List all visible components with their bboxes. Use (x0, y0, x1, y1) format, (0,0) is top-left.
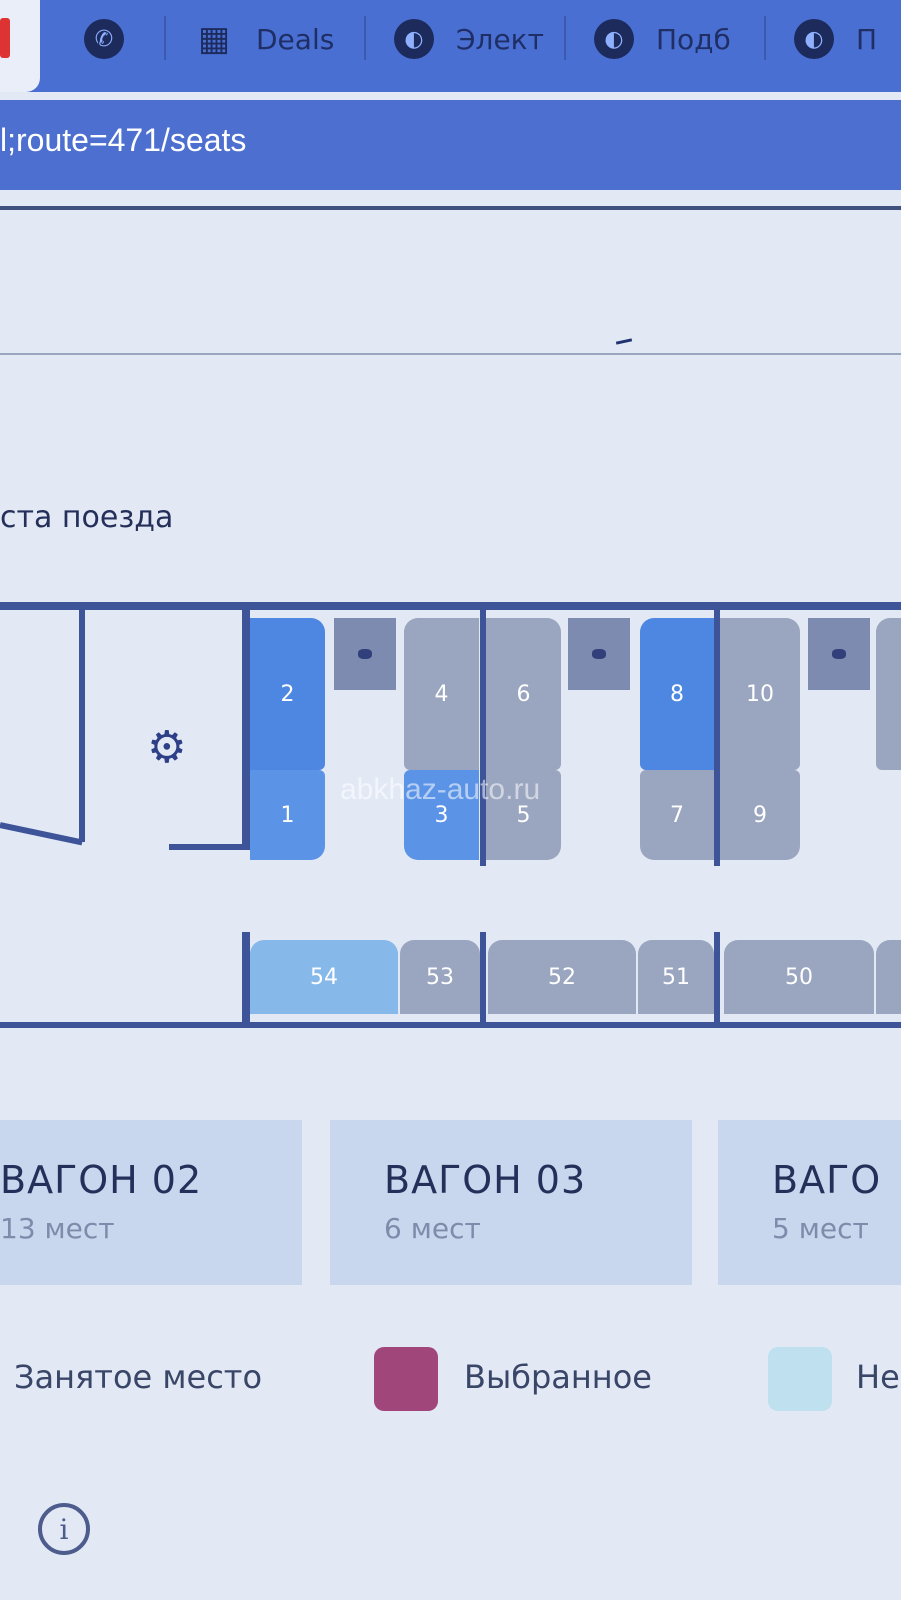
seat-51[interactable]: 51 (638, 940, 714, 1014)
wagon-title: ВАГО (772, 1158, 882, 1202)
seat-50[interactable]: 50 (724, 940, 874, 1014)
vestibule-wall (79, 610, 85, 842)
wagon-title: ВАГОН 02 (0, 1158, 203, 1202)
sheet-icon: ▦ (197, 19, 231, 59)
seat-1[interactable]: 1 (250, 770, 325, 860)
info-icon[interactable]: i (38, 1503, 90, 1555)
seat-partial[interactable] (876, 618, 901, 770)
seat-partial[interactable] (876, 940, 901, 1014)
seat-number: 5 (516, 802, 531, 828)
carriage-top-wall (0, 602, 901, 610)
compartment-wall (714, 932, 720, 1022)
seat-6[interactable]: 6 (486, 618, 561, 770)
browser-tab-strip: ✆ ▦ Deals ◐ Элект ◐ Подб ◐ П (0, 0, 901, 92)
seat-7[interactable]: 7 (640, 770, 714, 860)
wagon-seat-count: 5 мест (772, 1212, 869, 1245)
vestibule-door (0, 822, 83, 846)
table-icon (568, 618, 630, 690)
page-title: ста поезда (0, 500, 174, 535)
seat-5[interactable]: 5 (486, 770, 561, 860)
tab-label: П (856, 22, 878, 56)
vestibule-wall (169, 844, 249, 850)
whatsapp-icon: ✆ (84, 19, 124, 59)
gear-icon: ⚙ (147, 722, 187, 773)
compartment-wall (242, 610, 250, 850)
seat-number: 10 (746, 681, 774, 707)
seat-2[interactable]: 2 (250, 618, 325, 770)
wagon-title: ВАГОН 03 (384, 1158, 587, 1202)
seat-number: 50 (785, 964, 813, 990)
divider (0, 206, 901, 210)
tab-separator (564, 16, 566, 60)
active-tab[interactable] (0, 0, 40, 92)
tab-favicon (0, 18, 10, 58)
seat-number: 2 (280, 681, 295, 707)
seat-number: 3 (434, 802, 449, 828)
seat-number: 1 (280, 802, 295, 828)
seat-number: 4 (434, 681, 449, 707)
seat-number: 7 (670, 802, 684, 828)
tab-label: Deals (256, 22, 335, 56)
seat-number: 6 (516, 681, 531, 707)
tab-label: Элект (456, 22, 544, 56)
legend-selected-label: Выбранное (464, 1358, 652, 1396)
url-text[interactable]: l;route=471/seats (0, 122, 247, 158)
seat-9[interactable]: 9 (720, 770, 800, 860)
seat-10[interactable]: 10 (720, 618, 800, 770)
tab-p[interactable]: ◐ П (794, 0, 877, 78)
tab-separator (164, 16, 166, 60)
wagon-card-03[interactable]: ВАГОН 03 6 мест (330, 1120, 692, 1285)
tab-separator (364, 16, 366, 60)
wagon-seat-count: 13 мест (0, 1212, 115, 1245)
compartment-wall (714, 610, 720, 866)
legend-occupied-label: Занятое место (14, 1358, 263, 1396)
compartment-wall (480, 932, 486, 1022)
tab-whatsapp[interactable]: ✆ (84, 0, 146, 78)
tab-elekt[interactable]: ◐ Элект (394, 0, 544, 78)
seat-number: 8 (670, 681, 684, 707)
watermark: abkhaz-auto.ru (340, 773, 541, 806)
table-icon (808, 618, 870, 690)
seat-53[interactable]: 53 (400, 940, 480, 1014)
seat-4[interactable]: 4 (404, 618, 479, 770)
divider (0, 353, 901, 355)
wagon-card-02[interactable]: ВАГОН 02 13 мест (0, 1120, 302, 1285)
tab-separator (764, 16, 766, 60)
wagon-card-04[interactable]: ВАГО 5 мест (718, 1120, 901, 1285)
seat-3[interactable]: 3 (404, 770, 479, 860)
address-bar[interactable]: l;route=471/seats (0, 100, 901, 190)
seat-number: 52 (548, 964, 576, 990)
decoration (615, 338, 633, 345)
seat-8[interactable]: 8 (640, 618, 714, 770)
legend-selected-swatch (374, 1347, 438, 1411)
tab-label: Подб (656, 22, 731, 56)
compartment-wall (242, 932, 250, 1022)
table-icon (334, 618, 396, 690)
tab-podb[interactable]: ◐ Подб (594, 0, 731, 78)
legend-unavailable-swatch (768, 1347, 832, 1411)
seat-number: 51 (662, 964, 690, 990)
tab-deals[interactable]: ▦ Deals (194, 0, 334, 78)
seat-number: 9 (753, 802, 767, 828)
wagon-seat-count: 6 мест (384, 1212, 481, 1245)
globe-icon: ◐ (394, 19, 434, 59)
seat-number: 54 (310, 964, 338, 990)
compartment-wall (480, 610, 486, 866)
seat-54[interactable]: 54 (250, 940, 398, 1014)
seat-52[interactable]: 52 (488, 940, 636, 1014)
globe-icon: ◐ (594, 19, 634, 59)
carriage-bottom-wall (0, 1022, 901, 1028)
carriage-map: ⚙ 2 1 4 3 6 5 8 7 10 9 abkhaz-auto.ru 54… (0, 602, 901, 1050)
globe-icon: ◐ (794, 19, 834, 59)
legend-unavailable-label: Не (856, 1358, 900, 1396)
seat-number: 53 (426, 964, 454, 990)
